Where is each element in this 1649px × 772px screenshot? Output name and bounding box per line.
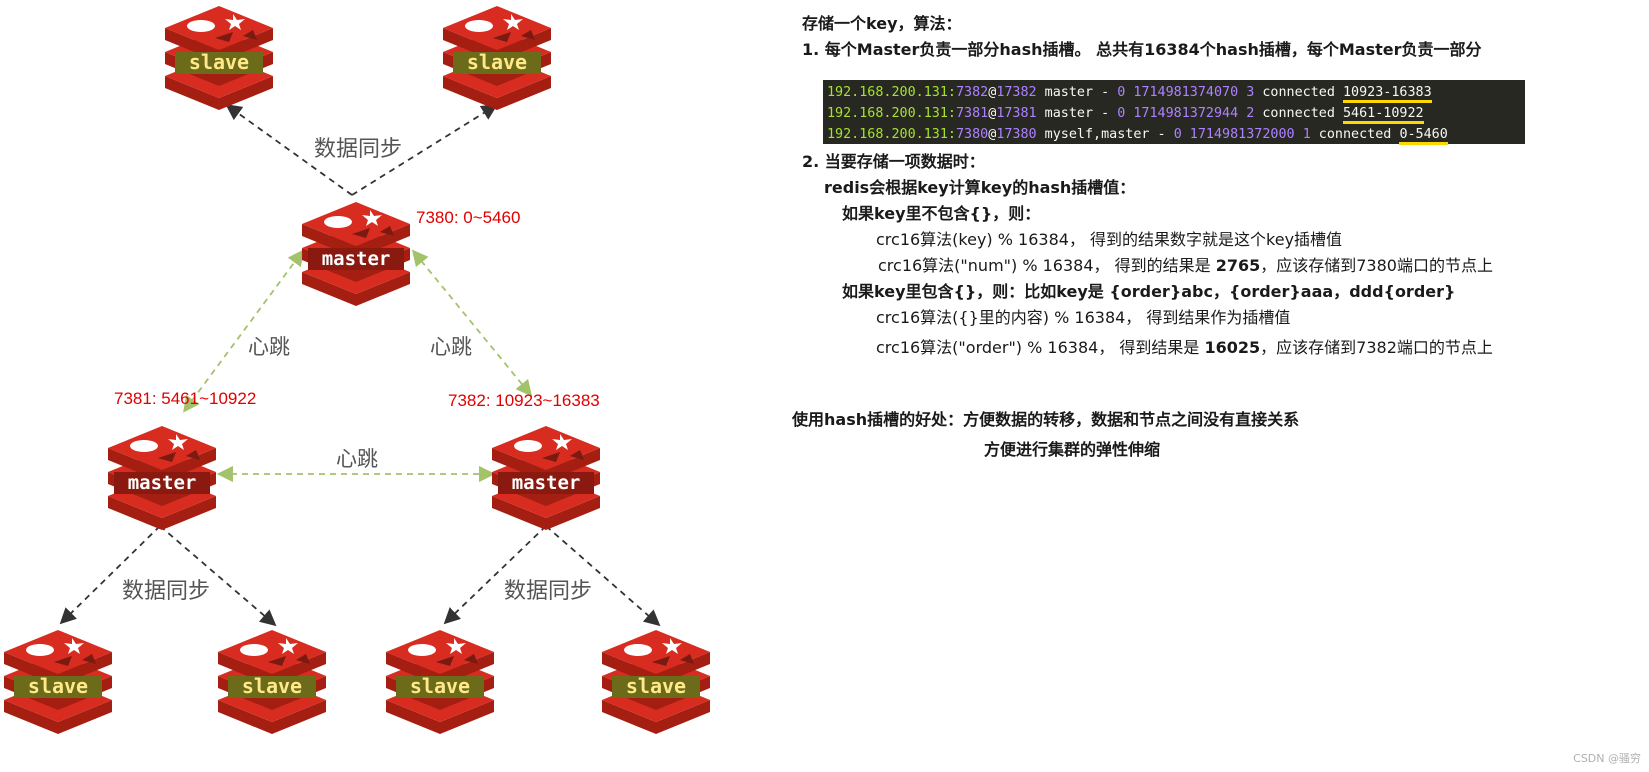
slot-label-7380: 7380: 0~5460: [416, 208, 520, 227]
svg-text:slave: slave: [28, 674, 88, 698]
heartbeat-label-middle: 心跳: [336, 447, 378, 471]
svg-text:master: master: [512, 472, 581, 494]
svg-text:slave: slave: [189, 50, 249, 74]
heartbeat-arrows: [183, 249, 533, 483]
master-node-7381: master: [108, 426, 216, 530]
sync-arrows: [59, 104, 661, 627]
slot-range-7382: 10923-16383: [1343, 85, 1432, 103]
slave-node-bottom-3: slave: [386, 630, 494, 734]
terminal-row-7382: 192.168.200.131:7382@17382 master - 0 17…: [827, 82, 1521, 103]
svg-text:master: master: [128, 472, 197, 494]
slave-node-bottom-4: slave: [602, 630, 710, 734]
case-with-braces: 如果key里包含{}，则：比如key是 {order}abc，{order}aa…: [842, 282, 1456, 301]
sync-label-right: 数据同步: [504, 579, 592, 604]
formula-order: crc16算法("order") % 16384， 得到结果是 16025，应该…: [876, 338, 1493, 357]
case-no-braces: 如果key里不包含{}，则：: [842, 204, 1041, 223]
svg-text:master: master: [322, 248, 391, 270]
heartbeat-label-right: 心跳: [430, 335, 472, 359]
formula-num: crc16算法("num") % 16384， 得到的结果是 2765，应该存储…: [878, 256, 1493, 275]
svg-text:slave: slave: [467, 50, 527, 74]
slave-node-bottom-1: slave: [4, 630, 112, 734]
benefit-line-2: 方便进行集群的弹性伸缩: [984, 440, 1161, 459]
slot-range-7380: 0-5460: [1399, 127, 1448, 145]
slot-range-7381: 5461-10922: [1343, 106, 1424, 124]
heading-store-key: 存储一个key，算法：: [802, 14, 962, 33]
terminal-row-7380: 192.168.200.131:7380@17380 myself,master…: [827, 124, 1521, 145]
benefit-line-1: 使用hash插槽的好处：方便数据的转移，数据和节点之间没有直接关系: [792, 410, 1300, 429]
point-1: 1. 每个Master负责一部分hash插槽。 总共有16384个hash插槽，…: [802, 40, 1482, 59]
formula-braces: crc16算法({}里的内容) % 16384， 得到结果作为插槽值: [876, 308, 1291, 327]
svg-text:slave: slave: [410, 674, 470, 698]
terminal-row-7381: 192.168.200.131:7381@17381 master - 0 17…: [827, 103, 1521, 124]
sync-label-left: 数据同步: [122, 579, 210, 604]
master-node-7382: master: [492, 426, 600, 530]
sync-label-top: 数据同步: [314, 137, 402, 162]
cluster-nodes-terminal: 192.168.200.131:7382@17382 master - 0 17…: [823, 80, 1525, 145]
slot-label-7381: 7381: 5461~10922: [114, 389, 256, 408]
heartbeat-label-left: 心跳: [248, 335, 290, 359]
slave-node-bottom-2: slave: [218, 630, 326, 734]
redis-hash-calc: redis会根据key计算key的hash插槽值：: [824, 178, 1136, 197]
svg-text:slave: slave: [242, 674, 302, 698]
footer-watermark: CSDN @骚穷: [1573, 752, 1641, 765]
slave-node-top-left: slave: [165, 6, 273, 110]
slave-node-top-right: slave: [443, 6, 551, 110]
explanation-panel: 存储一个key，算法： 1. 每个Master负责一部分hash插槽。 总共有1…: [790, 8, 1640, 478]
formula-key: crc16算法(key) % 16384， 得到的结果数字就是这个key插槽值: [876, 230, 1343, 249]
redis-cluster-diagram: 数据同步 数据同步 数据同步 心跳 心跳 心跳 7380: 0~5460 738…: [4, 6, 710, 734]
point-2: 2. 当要存储一项数据时：: [802, 152, 985, 171]
master-node-7380: master: [302, 202, 410, 306]
svg-text:slave: slave: [626, 674, 686, 698]
slot-label-7382: 7382: 10923~16383: [448, 391, 600, 410]
